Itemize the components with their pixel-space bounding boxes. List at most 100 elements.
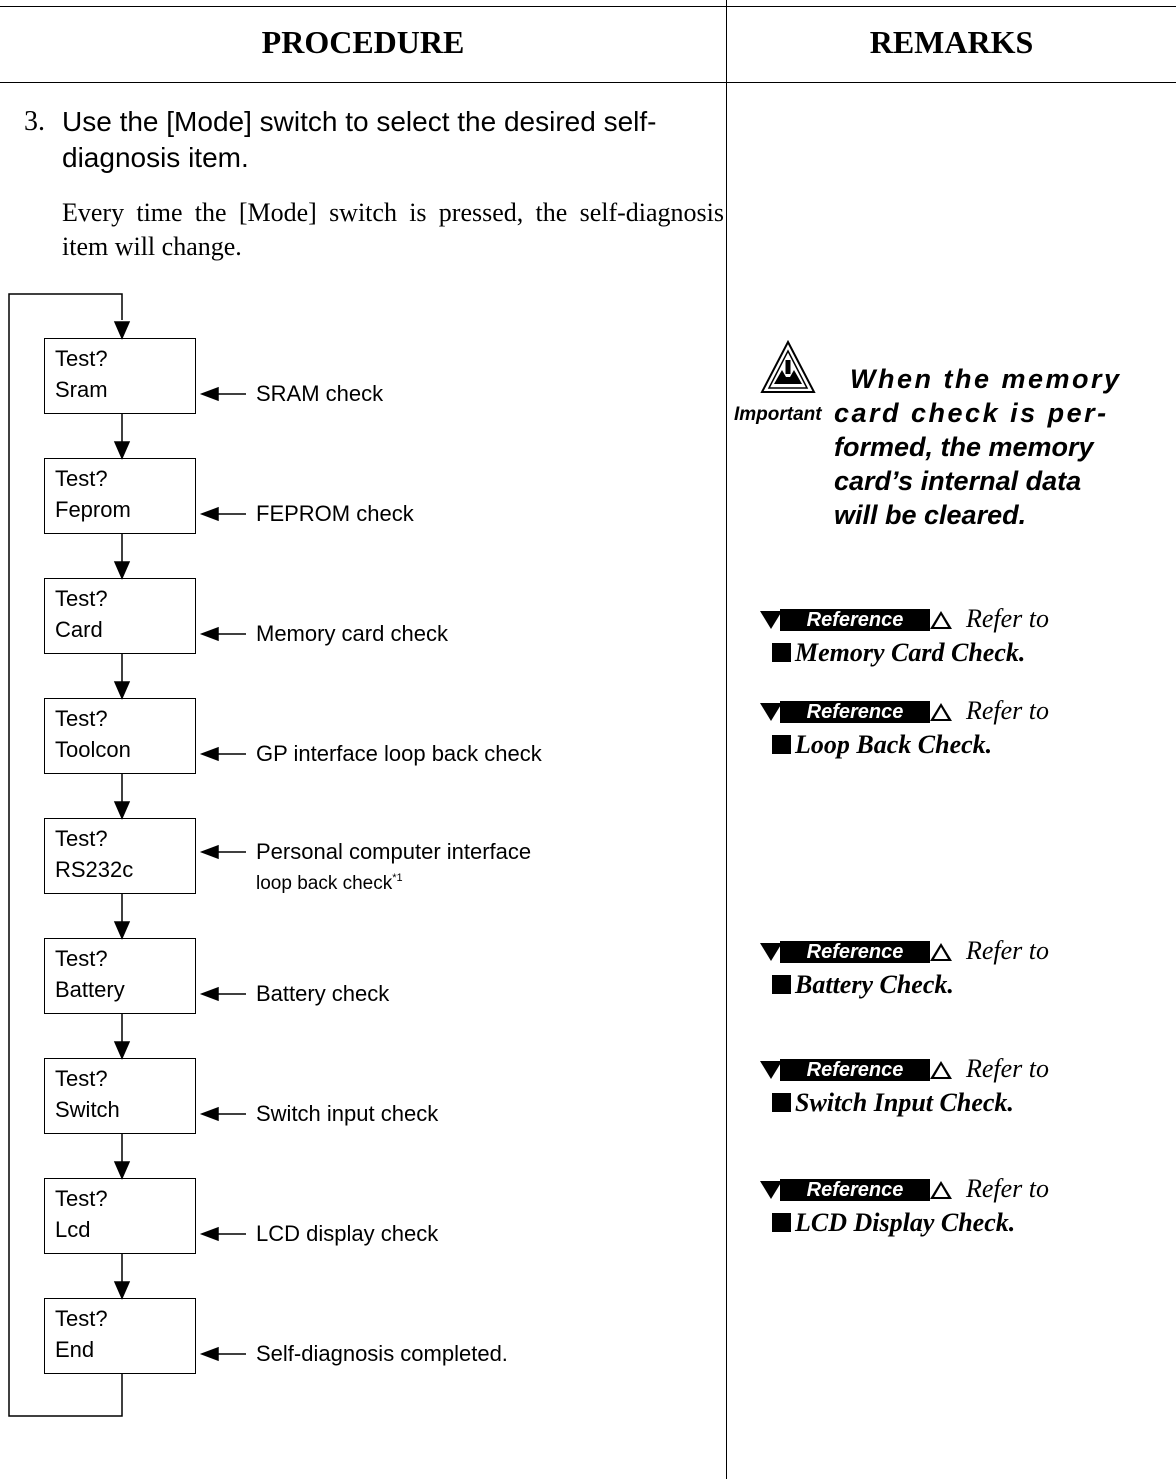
column-divider <box>726 0 727 1479</box>
reference-badge: Reference <box>760 1059 952 1081</box>
reference-badge: Reference <box>760 701 952 723</box>
left-arrow-icon <box>199 386 219 402</box>
important-text: When the memory card check is per- forme… <box>834 362 1176 530</box>
reference-badge: Reference <box>760 941 952 963</box>
left-arrow-icon <box>199 1106 219 1122</box>
step-title: 3. Use the [Mode] switch to select the d… <box>24 104 724 176</box>
left-arrow-icon <box>199 746 219 762</box>
reference-target: Memory Card Check. <box>772 638 1025 668</box>
down-arrow-icon <box>113 441 131 460</box>
left-arrow-icon <box>199 1226 219 1242</box>
reference-refer-to: Refer to <box>966 696 1050 725</box>
remarks-heading: REMARKS <box>869 24 1034 60</box>
flow-step-box: Test? Card <box>44 578 196 654</box>
down-arrow-icon <box>113 801 131 820</box>
flow-step-line-2: Card <box>55 617 103 642</box>
flow-step-line-1: Test? <box>55 586 108 611</box>
procedure-heading: PROCEDURE <box>261 24 465 60</box>
flow-step-box: Test?Switch <box>44 1058 196 1134</box>
reference-badge-text: Reference <box>807 941 904 963</box>
flow-step-description: SRAM check <box>256 380 383 407</box>
important-note: Important When the memory card check is … <box>734 340 1176 530</box>
reference-refer-to: Refer to <box>966 936 1050 965</box>
square-bullet-icon <box>772 1093 791 1112</box>
reference-badge-text: Reference <box>807 1179 904 1201</box>
reference-target: Switch Input Check. <box>772 1088 1014 1118</box>
left-arrow-icon <box>199 506 219 522</box>
flow-step-description: LCD display check <box>256 1220 438 1247</box>
flow-step-line-2: Battery <box>55 977 125 1002</box>
flow-step-box: Test?Sram <box>44 338 196 414</box>
square-bullet-icon <box>772 975 791 994</box>
flow-step-description-text: Battery check <box>256 981 390 1006</box>
flow-diagram-lines <box>8 293 246 1417</box>
down-arrow-icon <box>113 1041 131 1060</box>
important-line-4: card’s internal data <box>834 466 1082 496</box>
flow-step-description-text: Memory card check <box>256 621 448 646</box>
down-arrow-icon <box>113 561 131 580</box>
flow-step-line-1: Test? <box>55 706 108 731</box>
flow-step-description-text-2: loop back check <box>256 873 393 894</box>
flow-step-description: Personal computer interface loop back che… <box>256 838 531 897</box>
down-arrow-icon <box>113 681 131 700</box>
flow-step-line-2: Toolcon <box>55 737 131 762</box>
reference-badge-text: Reference <box>807 1059 904 1081</box>
flow-step-line-1: Test? <box>55 1186 108 1211</box>
flow-step-box: Test? Toolcon <box>44 698 196 774</box>
flow-step-box: Test? Battery <box>44 938 196 1014</box>
flow-step-line-1: Test? <box>55 946 108 971</box>
square-bullet-icon <box>772 1213 791 1232</box>
important-line-2: card check is per- <box>834 398 1109 428</box>
flow-step-line-1: Test? <box>55 826 108 851</box>
reference-target-text[interactable]: Loop Back Check. <box>795 730 993 759</box>
down-arrow-icon <box>113 1161 131 1180</box>
flow-step-description-text: SRAM check <box>256 381 384 406</box>
flow-step-description: Self-diagnosis completed. <box>256 1340 508 1367</box>
square-bullet-icon <box>772 643 791 662</box>
step-title-line-2: diagnosis item. <box>62 142 249 173</box>
reference-target-text[interactable]: Memory Card Check. <box>795 638 1026 667</box>
down-arrow-icon <box>113 1281 131 1300</box>
reference-target-text[interactable]: Battery Check. <box>795 970 954 999</box>
reference-refer-to: Refer to <box>966 1054 1050 1083</box>
flow-step-description: Memory card check <box>256 620 448 647</box>
flow-step-line-1: Test? <box>55 466 108 491</box>
flow-step-line-2: Feprom <box>55 497 131 522</box>
important-line-5: will be cleared. <box>834 500 1027 530</box>
reference-target: Battery Check. <box>772 970 954 1000</box>
reference-target-text[interactable]: LCD Display Check. <box>795 1208 1016 1237</box>
important-line-3: formed, the memory <box>834 432 1094 462</box>
table-header-divider <box>0 82 1176 83</box>
reference-target: Loop Back Check. <box>772 730 992 760</box>
flow-step-box: Test? Feprom <box>44 458 196 534</box>
left-arrow-icon <box>199 844 219 860</box>
flow-step-box: Test? Lcd <box>44 1178 196 1254</box>
step-description: Every time the [Mode] switch is pressed,… <box>62 198 724 261</box>
flow-step-box: Test? RS232c <box>44 818 196 894</box>
reference-target-text[interactable]: Switch Input Check. <box>795 1088 1014 1117</box>
flow-step-description-text: LCD display check <box>256 1221 439 1246</box>
flow-step-description: Switch input check <box>256 1100 438 1127</box>
flow-step-box: Test?End <box>44 1298 196 1374</box>
step-title-line-1: Use the [Mode] switch to select the desi… <box>62 106 657 137</box>
flow-step-line-2: RS232c <box>55 857 134 882</box>
reference-badge-text: Reference <box>807 609 904 631</box>
flow-step-description-text: Self-diagnosis completed. <box>256 1341 508 1366</box>
table-top-border <box>0 6 1176 7</box>
square-bullet-icon <box>772 735 791 754</box>
flow-step-description-text: GP interface loop back check <box>256 741 542 766</box>
reference-target: LCD Display Check. <box>772 1208 1015 1238</box>
left-arrow-icon <box>199 626 219 642</box>
flow-step-line-2: End <box>55 1337 95 1362</box>
reference-refer-to: Refer to <box>966 604 1050 633</box>
flow-step-line-2: Lcd <box>55 1217 91 1242</box>
down-arrow-icon <box>113 321 131 340</box>
flow-step-description-text: FEPROM check <box>256 501 414 526</box>
flow-step-description-text: Switch input check <box>256 1101 439 1126</box>
important-label: Important <box>734 404 822 425</box>
left-arrow-icon <box>199 986 219 1002</box>
flow-step-line-2: Switch <box>55 1097 120 1122</box>
flow-step-description-text: Personal computer interface <box>256 839 532 864</box>
flow-step-description: GP interface loop back check <box>256 740 542 767</box>
flow-step-description: Battery check <box>256 980 389 1007</box>
